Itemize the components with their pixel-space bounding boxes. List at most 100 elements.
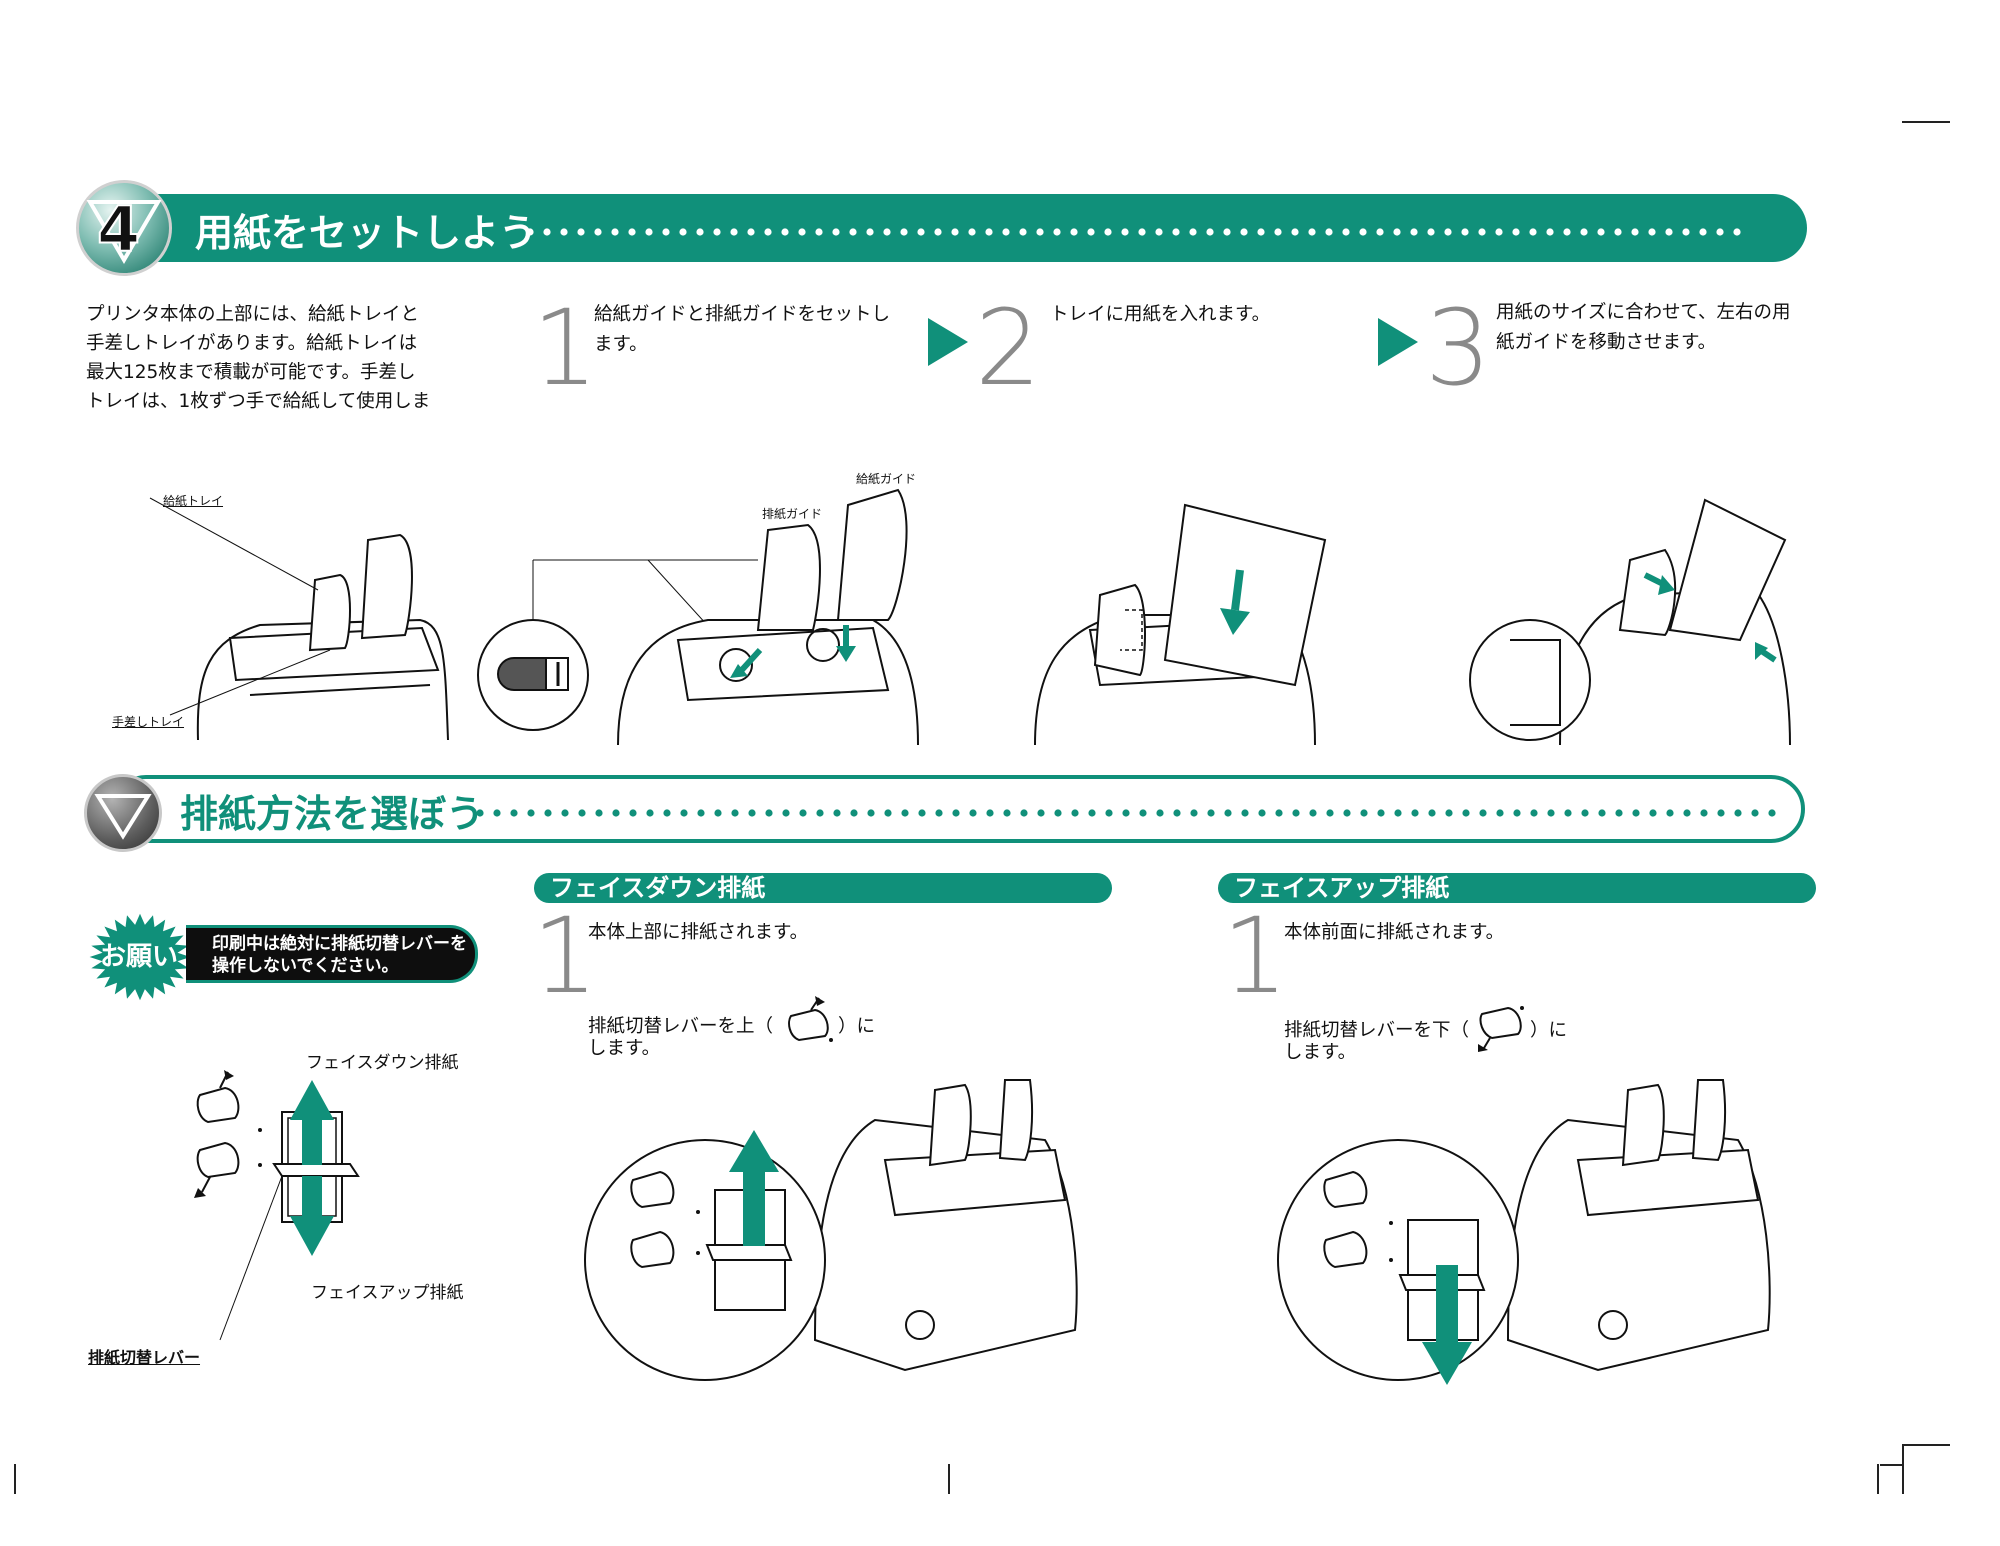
leader-dot xyxy=(748,809,756,817)
section-title: 排紙方法を選ぼう xyxy=(180,792,485,836)
crop-mark xyxy=(1902,121,1950,123)
intro-paragraph: プリンタ本体の上部には、給紙トレイと 手差しトレイがあります。給紙トレイは 最大… xyxy=(86,304,431,412)
leader-dot xyxy=(1326,809,1334,817)
section-number: 4 xyxy=(96,192,141,267)
leader-dot xyxy=(1309,809,1317,817)
step-text: トレイに用紙を入れます。 xyxy=(1050,304,1271,325)
leader-dot xyxy=(1462,809,1470,817)
step-text: 給紙ガイドと排紙ガイドをセットし ます。 xyxy=(594,304,891,355)
leader-dot xyxy=(1003,809,1011,817)
leader-dot xyxy=(696,228,704,236)
leader-dot xyxy=(1614,228,1622,236)
leader-dot xyxy=(1682,228,1690,236)
leader-dot xyxy=(1070,228,1078,236)
section-badge xyxy=(84,774,162,852)
leader-dot xyxy=(493,809,501,817)
printer-trays-illustration xyxy=(149,497,449,741)
leader-dot xyxy=(1360,809,1368,817)
leader-dot xyxy=(1122,809,1130,817)
leader-dot xyxy=(901,809,909,817)
leader-dot xyxy=(1597,228,1605,236)
section-title: 用紙をセットしよう xyxy=(195,211,538,255)
leader-dot xyxy=(1513,809,1521,817)
leader-dot xyxy=(952,809,960,817)
feed-guide-label: 給紙ガイド xyxy=(856,472,917,486)
leader-dot xyxy=(1274,228,1282,236)
leader-dot xyxy=(1224,809,1232,817)
crop-mark xyxy=(1877,1464,1879,1494)
dotted-leader xyxy=(526,228,1741,236)
leader-dot xyxy=(1563,228,1571,236)
leader-dot xyxy=(526,228,534,236)
leader-dot xyxy=(594,228,602,236)
leader-dot xyxy=(1683,809,1691,817)
leader-dot xyxy=(1325,228,1333,236)
note-tag: お願い xyxy=(100,942,179,972)
leader-dot xyxy=(1241,809,1249,817)
leader-dot xyxy=(1172,228,1180,236)
leader-dot xyxy=(782,809,790,817)
leader-dot xyxy=(1156,809,1164,817)
leader-dot xyxy=(1088,809,1096,817)
guide-set-illustration xyxy=(477,488,919,746)
arrow-right-icon xyxy=(928,318,968,366)
arrow-right-icon xyxy=(1378,318,1418,366)
leader-dot xyxy=(1649,809,1657,817)
leader-dot xyxy=(1665,228,1673,236)
leader-dot xyxy=(1768,809,1776,817)
leader-dot xyxy=(1733,228,1741,236)
leader-dot xyxy=(1053,228,1061,236)
leader-dot xyxy=(714,809,722,817)
section-header-bar xyxy=(112,775,1805,843)
output-guide-label: 排紙ガイド xyxy=(762,507,823,521)
leader-dot xyxy=(1581,809,1589,817)
leader-dot xyxy=(612,809,620,817)
leader-dot xyxy=(1717,809,1725,817)
leader-dot xyxy=(867,809,875,817)
leader-dot xyxy=(1632,809,1640,817)
leader-dot xyxy=(1037,809,1045,817)
leader-dot xyxy=(1342,228,1350,236)
step-number: 1 xyxy=(1222,895,1289,1017)
lever-down-icon xyxy=(1478,1006,1524,1052)
leader-dot xyxy=(1529,228,1537,236)
leader-dot xyxy=(629,809,637,817)
face-down-illustration xyxy=(584,1079,1078,1381)
leader-dot xyxy=(866,228,874,236)
leader-dot xyxy=(918,809,926,817)
lever-up-icon xyxy=(788,996,833,1042)
leader-dot xyxy=(543,228,551,236)
leader-dot xyxy=(730,228,738,236)
leader-dot xyxy=(815,228,823,236)
leader-dot xyxy=(476,809,484,817)
leader-dot xyxy=(934,228,942,236)
leader-dot xyxy=(1734,809,1742,817)
step-text: 本体前面に排紙されます。 xyxy=(1284,922,1505,943)
leader-dot xyxy=(850,809,858,817)
lever-diagram xyxy=(194,1070,360,1341)
section-header-bar xyxy=(112,194,1807,262)
leader-dot xyxy=(798,228,806,236)
leader-dot xyxy=(816,809,824,817)
leader-dot xyxy=(935,809,943,817)
leader-dot xyxy=(985,228,993,236)
leader-dot xyxy=(679,228,687,236)
leader-dot xyxy=(1445,809,1453,817)
leader-dot xyxy=(1173,809,1181,817)
leader-dot xyxy=(799,809,807,817)
leader-dot xyxy=(561,809,569,817)
leader-dot xyxy=(1138,228,1146,236)
leader-dot xyxy=(1547,809,1555,817)
leader-dot xyxy=(1104,228,1112,236)
leader-dot xyxy=(1071,809,1079,817)
leader-dot xyxy=(578,809,586,817)
crop-mark xyxy=(14,1464,16,1494)
face-up-heading: フェイスアップ排紙 xyxy=(1218,873,1816,903)
crop-mark xyxy=(1902,1444,1904,1494)
step-number: 1 xyxy=(532,895,599,1017)
crop-mark xyxy=(948,1464,950,1494)
dotted-leader xyxy=(476,809,1776,817)
leader-dot xyxy=(731,809,739,817)
leader-dot xyxy=(1139,809,1147,817)
leader-dot xyxy=(1700,809,1708,817)
